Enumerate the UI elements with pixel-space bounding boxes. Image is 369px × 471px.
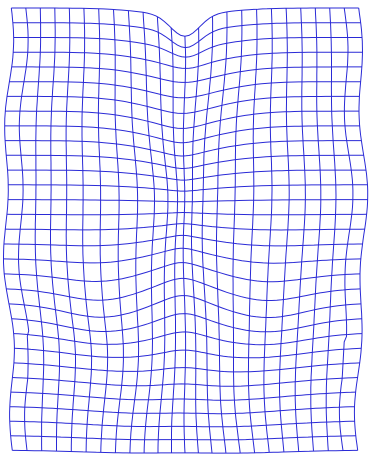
mesh-column-line — [192, 28, 199, 453]
mesh-row-line — [11, 436, 356, 440]
mesh-row-line — [14, 363, 360, 372]
mesh-row-line — [6, 278, 360, 300]
mesh-row-line — [13, 23, 361, 48]
mesh-column-line — [143, 12, 154, 453]
mesh-row-line — [11, 392, 356, 400]
mesh-column-line — [183, 36, 185, 453]
mesh-column-line — [128, 11, 138, 453]
mesh-row-line — [8, 200, 368, 202]
mesh-row-line — [12, 314, 362, 332]
mesh-column-line — [202, 16, 212, 453]
mesh-row-line — [11, 8, 358, 36]
mesh-column-line — [248, 9, 257, 453]
mesh-row-line — [5, 224, 364, 230]
mesh-column-lines — [4, 8, 368, 453]
mesh-row-line — [10, 407, 355, 414]
mesh-row-line — [14, 332, 362, 345]
mesh-row-line — [4, 263, 360, 282]
mesh-row-line — [13, 52, 362, 68]
mesh-column-line — [114, 10, 124, 453]
mesh-row-line — [8, 185, 367, 191]
mesh-row-line — [7, 213, 367, 215]
mesh-column-line — [98, 9, 107, 453]
mesh-row-line — [12, 67, 362, 83]
mesh-row-line — [10, 421, 355, 427]
mesh-column-line — [264, 9, 272, 453]
mesh-column-line — [217, 12, 228, 453]
mesh-row-line — [6, 155, 363, 168]
mesh-column-line — [157, 17, 168, 453]
mesh-row-line — [8, 170, 367, 180]
mesh-row-line — [4, 248, 361, 263]
mesh-row-line — [14, 348, 361, 358]
mesh-column-line — [171, 28, 177, 453]
